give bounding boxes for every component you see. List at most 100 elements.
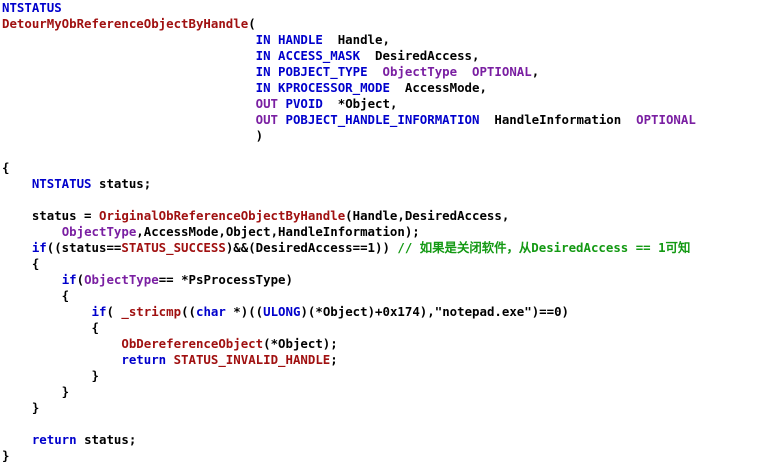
text-token: status; [76, 432, 137, 447]
keyword-token: NTSTATUS [31, 176, 92, 191]
text-token [457, 64, 472, 79]
text-token: { [2, 320, 99, 335]
text-token: (Handle,DesiredAccess, [345, 208, 510, 223]
text-token [271, 32, 278, 47]
type-token: OUT [255, 112, 279, 127]
text-token: )(*Object)+0x174),"notepad.exe")==0) [300, 304, 570, 319]
text-token [368, 64, 383, 79]
text-token [2, 352, 121, 367]
text-token: ) [2, 128, 264, 143]
function-token: OriginalObReferenceObjectByHandle [98, 208, 346, 223]
text-token: ( [106, 304, 122, 319]
text-token [2, 112, 256, 127]
text-token: status; [91, 176, 152, 191]
text-token: == *PsProcessType) [158, 272, 293, 287]
text-token [2, 80, 256, 95]
keyword-token: IN [255, 48, 271, 63]
text-token: ; [330, 352, 338, 367]
text-token [271, 64, 278, 79]
code-line: NTSTATUS [2, 0, 62, 16]
text-token: { [2, 256, 40, 271]
keyword-token: return [31, 432, 77, 447]
keyword-token: if [31, 240, 47, 255]
code-line: return status; [2, 432, 136, 448]
keyword-token: HANDLE [278, 32, 323, 47]
code-line: { [2, 160, 9, 176]
text-token: { [2, 160, 10, 175]
function-token: DetourMyObReferenceObjectByHandle [2, 16, 249, 31]
code-line: } [2, 384, 69, 400]
text-token: DesiredAccess, [360, 48, 480, 63]
keyword-token: NTSTATUS [2, 0, 62, 15]
text-token: ( [248, 16, 256, 31]
keyword-token: POBJECT_HANDLE_INFORMATION [285, 112, 480, 127]
text-token: (*Object); [263, 336, 338, 351]
text-token: HandleInformation [479, 112, 637, 127]
keyword-token: PVOID [285, 96, 323, 111]
type-token: ObjectType [382, 64, 458, 79]
keyword-token: ULONG [263, 304, 301, 319]
text-token [278, 112, 285, 127]
keyword-token: ACCESS_MASK [278, 48, 361, 63]
code-line: if(ObjectType== *PsProcessType) [2, 272, 293, 288]
text-token: , [531, 64, 540, 79]
code-line: IN KPROCESSOR_MODE AccessMode, [2, 80, 487, 96]
text-token: (( [181, 304, 196, 319]
text-token [2, 432, 32, 447]
type-token: OUT [255, 96, 279, 111]
code-line: NTSTATUS status; [2, 176, 151, 192]
comment-token: // 如果是关闭软件，从DesiredAccess == 1可知 [397, 240, 691, 255]
type-token: OPTIONAL [472, 64, 532, 79]
text-token [2, 240, 32, 255]
text-token [2, 96, 256, 111]
text-token [2, 32, 256, 47]
code-line: { [2, 288, 69, 304]
text-token [2, 304, 92, 319]
type-token: OPTIONAL [636, 112, 696, 127]
code-line: return STATUS_INVALID_HANDLE; [2, 352, 338, 368]
keyword-token: POBJECT_TYPE [278, 64, 368, 79]
text-token: } [2, 384, 70, 399]
text-token [2, 224, 62, 239]
text-token [271, 48, 278, 63]
keyword-token: char [195, 304, 226, 319]
code-line: ) [2, 128, 263, 144]
text-token [2, 48, 256, 63]
type-token: ObjectType [61, 224, 137, 239]
code-line: IN ACCESS_MASK DesiredAccess, [2, 48, 480, 64]
keyword-token: IN [255, 32, 271, 47]
function-token: STATUS_INVALID_HANDLE [173, 352, 331, 367]
function-token: STATUS_SUCCESS [121, 240, 226, 255]
code-line: { [2, 320, 99, 336]
code-line: status = OriginalObReferenceObjectByHand… [2, 208, 509, 224]
text-token [166, 352, 173, 367]
text-token: Handle, [322, 32, 390, 47]
code-line: IN POBJECT_TYPE ObjectType OPTIONAL, [2, 64, 540, 80]
code-line: DetourMyObReferenceObjectByHandle( [2, 16, 256, 32]
code-line: OUT POBJECT_HANDLE_INFORMATION HandleInf… [2, 112, 696, 128]
keyword-token: return [121, 352, 167, 367]
code-line: IN HANDLE Handle, [2, 32, 390, 48]
keyword-token: IN [255, 64, 271, 79]
code-line: ObjectType,AccessMode,Object,HandleInfor… [2, 224, 420, 240]
text-token [2, 272, 62, 287]
text-token: *)(( [225, 304, 264, 319]
keyword-token: KPROCESSOR_MODE [278, 80, 390, 95]
text-token [271, 80, 278, 95]
text-token: ( [76, 272, 85, 287]
code-line: } [2, 400, 39, 416]
text-token: { [2, 288, 70, 303]
text-token: AccessMode, [389, 80, 487, 95]
text-token [2, 176, 32, 191]
text-token: } [2, 400, 40, 415]
text-token: )&&(DesiredAccess==1)) [225, 240, 398, 255]
code-line: OUT PVOID *Object, [2, 96, 398, 112]
text-token [278, 96, 285, 111]
function-token: ObDereferenceObject [121, 336, 264, 351]
text-token: status = [2, 208, 99, 223]
code-line: ObDereferenceObject(*Object); [2, 336, 338, 352]
text-token: *Object, [322, 96, 398, 111]
text-token: ,AccessMode,Object,HandleInformation); [136, 224, 420, 239]
text-token: } [2, 448, 10, 463]
